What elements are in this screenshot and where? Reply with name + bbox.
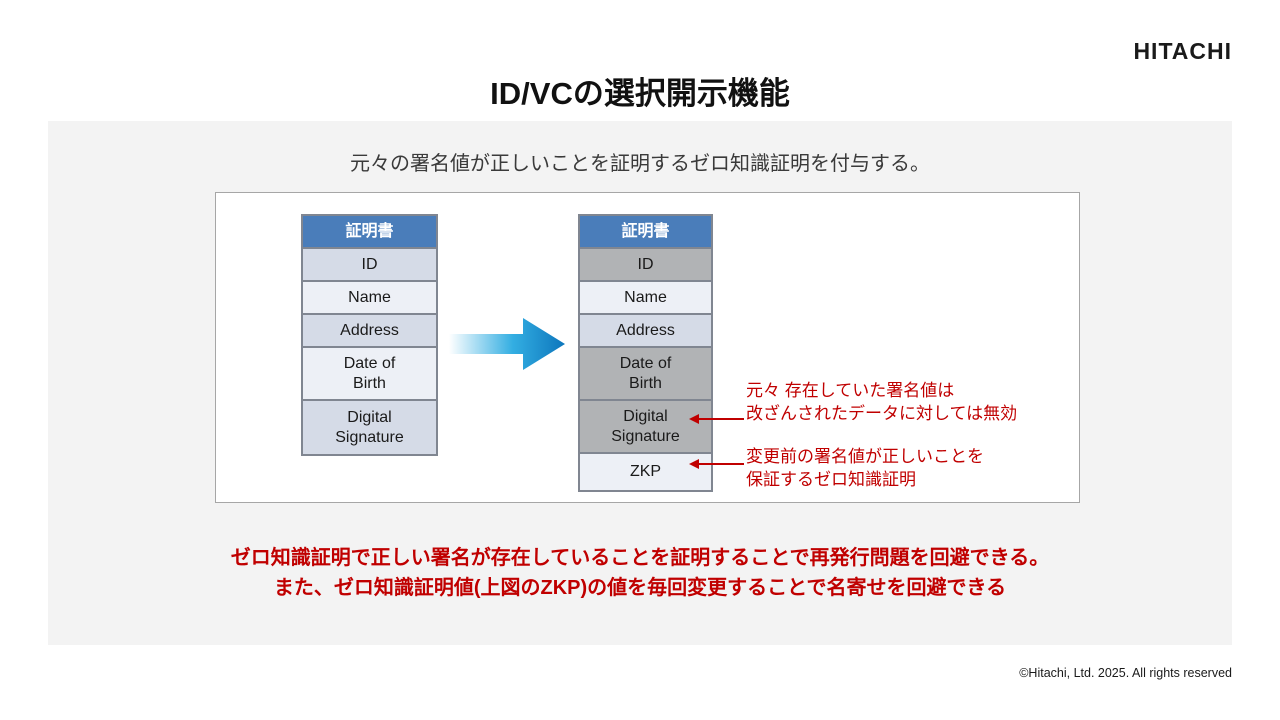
annotation-zkp-guarantee: 変更前の署名値が正しいことを 保証するゼロ知識証明 [746, 445, 1066, 491]
transform-arrow-icon [449, 318, 565, 370]
content-panel: 元々の署名値が正しいことを証明するゼロ知識証明を付与する。 証明書 ID Nam… [48, 121, 1232, 645]
disclosed-row-id: ID [580, 249, 711, 282]
page-title: ID/VCの選択開示機能 [490, 76, 790, 111]
annotation-signature-invalid: 元々 存在していた署名値は 改ざんされたデータに対しては無効 [746, 379, 1066, 425]
original-row-address: Address [303, 315, 436, 348]
original-table-header: 証明書 [303, 216, 436, 249]
diagram-box: 証明書 ID Name Address Date of Birth Digita… [215, 192, 1080, 503]
certificate-table-disclosed: 証明書 ID Name Address Date of Birth Digita… [578, 214, 713, 492]
annotation-arrow-signature-icon [689, 414, 699, 424]
summary-line2: また、ゼロ知識証明値(上図のZKP)の値を毎回変更することで名寄せを回避できる [273, 577, 1007, 599]
certificate-table-original: 証明書 ID Name Address Date of Birth Digita… [301, 214, 438, 456]
disclosed-table-header: 証明書 [580, 216, 711, 249]
annotation-zkp-line1: 変更前の署名値が正しいことを [746, 447, 984, 466]
copyright-text: ©Hitachi, Ltd. 2025. All rights reserved [1019, 666, 1232, 680]
disclosed-row-digital-signature: Digital Signature [580, 401, 711, 454]
disclosed-row-date-of-birth: Date of Birth [580, 348, 711, 401]
original-row-digital-signature: Digital Signature [303, 401, 436, 454]
annotation-arrow-signature-line [699, 418, 744, 420]
annotation-signature-line2: 改ざんされたデータに対しては無効 [746, 404, 1018, 423]
original-row-id: ID [303, 249, 436, 282]
disclosed-row-address: Address [580, 315, 711, 348]
original-row-date-of-birth: Date of Birth [303, 348, 436, 401]
summary-line1: ゼロ知識証明で正しい署名が存在していることを証明することで再発行問題を回避できる… [230, 547, 1050, 569]
disclosed-row-name: Name [580, 282, 711, 315]
annotation-arrow-zkp-icon [689, 459, 699, 469]
original-row-name: Name [303, 282, 436, 315]
annotation-zkp-line2: 保証するゼロ知識証明 [746, 470, 916, 489]
annotation-signature-line1: 元々 存在していた署名値は [746, 381, 955, 400]
summary-text: ゼロ知識証明で正しい署名が存在していることを証明することで再発行問題を回避できる… [48, 543, 1232, 603]
diagram-caption: 元々の署名値が正しいことを証明するゼロ知識証明を付与する。 [350, 153, 930, 175]
hitachi-logo: HITACHI [1133, 38, 1232, 64]
annotation-arrow-zkp-line [699, 463, 744, 465]
